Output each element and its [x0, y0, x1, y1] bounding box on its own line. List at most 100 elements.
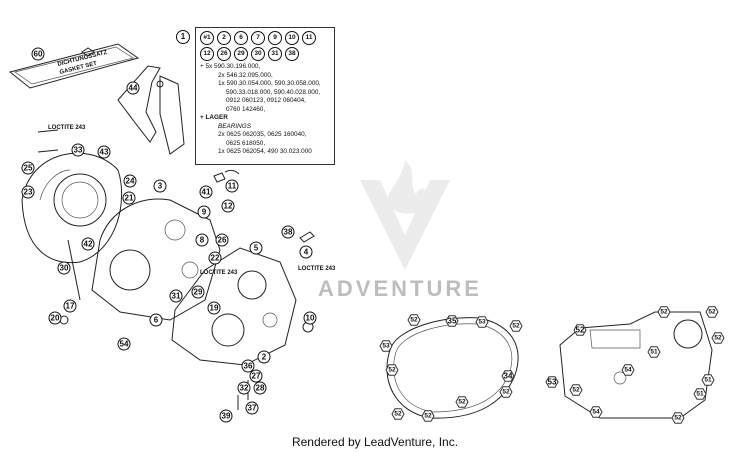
gasket-marker-52: 52: [421, 410, 435, 422]
svg-text:54: 54: [120, 340, 129, 349]
svg-text:10: 10: [306, 314, 315, 323]
gasket-marker-52: 52: [711, 332, 725, 344]
svg-text:52: 52: [410, 317, 418, 324]
crankcase-right: [171, 247, 297, 366]
svg-text:12: 12: [224, 202, 233, 211]
kit-ref-set-1: #1: [200, 31, 214, 45]
svg-text:9: 9: [202, 208, 207, 217]
svg-text:51: 51: [696, 391, 704, 398]
part-callout-22: 22: [208, 251, 222, 265]
gasket-kit-card: DICHTUNGSSATZ GASKET SET: [8, 43, 140, 89]
svg-text:52: 52: [502, 389, 510, 396]
loctite-label-3: LOCTITE 243: [298, 266, 336, 272]
part-callout-44: 44: [126, 81, 140, 95]
svg-text:2: 2: [262, 353, 267, 362]
gasket-marker-52: 52: [705, 306, 719, 318]
gasket-marker-52: 52: [385, 364, 399, 376]
kit-line: 2x 546.32.095.000,: [218, 71, 273, 79]
svg-text:54: 54: [624, 367, 632, 374]
svg-text:35: 35: [448, 317, 457, 326]
svg-text:52: 52: [674, 415, 682, 422]
svg-text:24: 24: [126, 177, 135, 186]
svg-text:52: 52: [708, 309, 716, 316]
svg-text:54: 54: [592, 409, 600, 416]
part-callout-54: 54: [117, 337, 131, 351]
part-callout-20: 20: [48, 311, 62, 325]
loctite-label-1: LOCTITE 243: [48, 125, 86, 131]
svg-text:30: 30: [60, 264, 69, 273]
part-callout-42: 42: [81, 237, 95, 251]
kit-line: BEARINGS: [218, 122, 252, 130]
svg-text:4: 4: [304, 248, 309, 257]
gasket-marker-52: 52: [499, 386, 513, 398]
gasket-marker-52: 52: [569, 384, 583, 396]
gasket-marker-53: 53: [379, 340, 393, 352]
kit-ref-38: 38: [285, 47, 299, 61]
part-callout-53: 53: [545, 376, 559, 388]
gasket-marker-52: 52: [657, 306, 671, 318]
part-callout-5: 5: [249, 241, 263, 255]
part-callout-33: 33: [71, 143, 85, 157]
svg-text:51: 51: [650, 349, 658, 356]
part-callout-8: 8: [195, 233, 209, 247]
part-callout-12: 12: [221, 199, 235, 213]
gasket-marker-51: 51: [693, 388, 707, 400]
part-callout-41: 41: [199, 185, 213, 199]
gasket-left: [386, 317, 519, 419]
kit-line: 1x 0625 062054, 490 30.023.000: [218, 148, 312, 155]
part-callout-60: 60: [31, 47, 45, 61]
part-callout-9: 9: [197, 205, 211, 219]
kit-ref-31: 31: [268, 47, 282, 61]
svg-text:32: 32: [240, 384, 249, 393]
svg-text:23: 23: [24, 188, 33, 197]
part-callout-27: 27: [249, 369, 263, 383]
part-callout-37: 37: [245, 401, 259, 415]
part-callout-4: 4: [299, 245, 313, 259]
kit-ref-29: 29: [234, 47, 248, 61]
svg-text:38: 38: [284, 228, 293, 237]
svg-text:21: 21: [125, 194, 134, 203]
part-callout-34: 34: [501, 370, 515, 382]
part-callout-24: 24: [123, 174, 137, 188]
part-callout-36: 36: [241, 359, 255, 373]
part-callout-25: 25: [21, 161, 35, 175]
kit-contents-list: + 5x 590.30.196.000,2x 546.32.095.000,1x…: [200, 63, 334, 157]
crankcase-left: [91, 198, 221, 321]
part-callout-43: 43: [97, 145, 111, 159]
svg-text:39: 39: [222, 412, 231, 421]
svg-text:52: 52: [660, 309, 668, 316]
gasket-right: [559, 311, 713, 419]
kit-ref-2: 2: [217, 31, 231, 45]
clutch-cover: [21, 152, 123, 301]
part-callout-26: 26: [215, 233, 229, 247]
svg-text:52: 52: [394, 411, 402, 418]
svg-text:52: 52: [388, 367, 396, 374]
part-callout-35: 35: [445, 315, 459, 327]
svg-text:29: 29: [194, 288, 203, 297]
svg-text:53: 53: [382, 343, 390, 350]
svg-text:3: 3: [158, 182, 163, 191]
footer-credit: Rendered by LeadVenture, Inc.: [291, 435, 459, 449]
svg-text:6: 6: [154, 316, 159, 325]
part-callout-10: 10: [303, 311, 317, 325]
svg-text:34: 34: [504, 372, 513, 381]
svg-text:22: 22: [211, 254, 220, 263]
svg-text:37: 37: [248, 404, 257, 413]
svg-text:36: 36: [244, 362, 253, 371]
part-callout-11: 11: [225, 179, 239, 193]
part-callout-23: 23: [21, 185, 35, 199]
part-callout-52: 52: [573, 324, 587, 336]
gasket-marker-53: 53: [475, 316, 489, 328]
kit-ref-6: 6: [234, 31, 248, 45]
kit-line: 0912 060123, 0912 060404,: [226, 97, 306, 104]
svg-text:27: 27: [252, 372, 261, 381]
svg-text:31: 31: [172, 292, 181, 301]
kit-ref-9: 9: [268, 31, 282, 45]
svg-text:52: 52: [576, 326, 585, 335]
part-callout-19: 19: [207, 301, 221, 315]
part-callout-29: 29: [191, 285, 205, 299]
